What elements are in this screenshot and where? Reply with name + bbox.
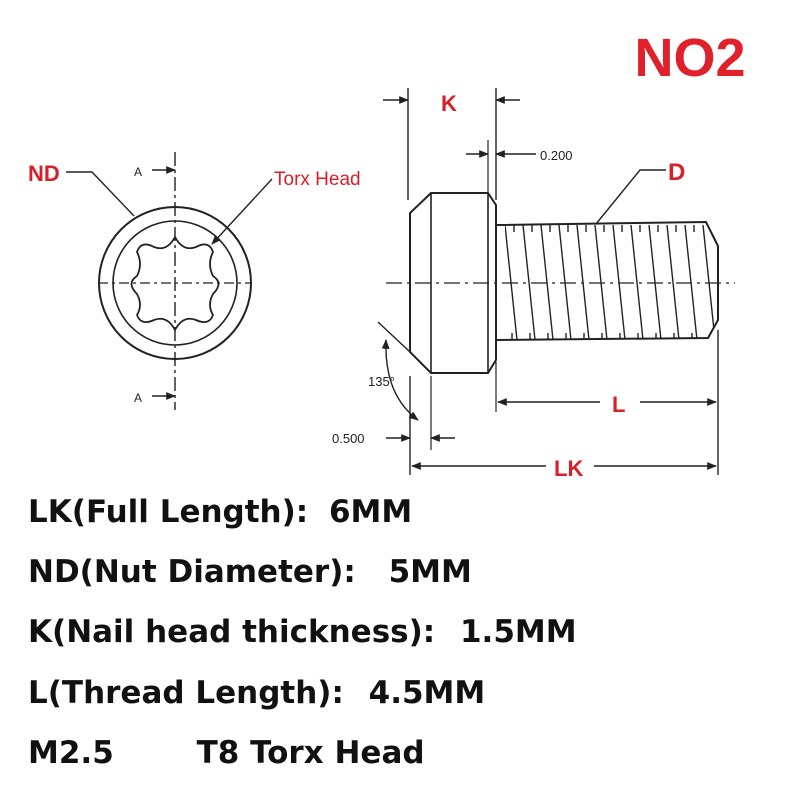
nd-label: ND xyxy=(28,161,60,186)
section-label-bottom: A xyxy=(134,391,142,405)
spec-full-length: LK(Full Length): 6MM xyxy=(28,492,412,532)
spec-nut-diameter: ND(Nut Diameter): 5MM xyxy=(28,552,472,592)
side-view xyxy=(377,88,735,475)
spec-label: M2.5 xyxy=(28,735,114,771)
spec-label: LK(Full Length): xyxy=(28,494,309,530)
angle-label: 135° xyxy=(368,374,395,389)
dim-0500-label: 0.500 xyxy=(332,431,365,446)
lk-label: LK xyxy=(554,456,583,481)
spec-value: 4.5MM xyxy=(368,675,486,711)
torx-recess-icon xyxy=(130,235,220,332)
d-label: D xyxy=(668,159,685,186)
spec-size-drive: M2.5 T8 Torx Head xyxy=(28,733,425,773)
spec-label: K(Nail head thickness): xyxy=(28,614,436,650)
l-label: L xyxy=(612,392,625,417)
spec-value: 5MM xyxy=(388,554,472,590)
spec-value: 6MM xyxy=(328,494,413,530)
front-view xyxy=(66,152,273,410)
spec-value: 1.5MM xyxy=(459,614,577,650)
spec-head-thickness: K(Nail head thickness): 1.5MM xyxy=(28,612,577,652)
torx-head-label: Torx Head xyxy=(274,169,361,190)
k-label: K xyxy=(441,91,457,116)
section-label-top: A xyxy=(134,165,142,179)
model-number-title: NO2 xyxy=(634,28,746,88)
spec-label: L(Thread Length): xyxy=(28,675,344,711)
spec-thread-length: L(Thread Length): 4.5MM xyxy=(28,673,485,713)
spec-label: ND(Nut Diameter): xyxy=(28,554,356,590)
spec-value: T8 Torx Head xyxy=(196,735,425,771)
dim-0200-label: 0.200 xyxy=(540,148,573,163)
